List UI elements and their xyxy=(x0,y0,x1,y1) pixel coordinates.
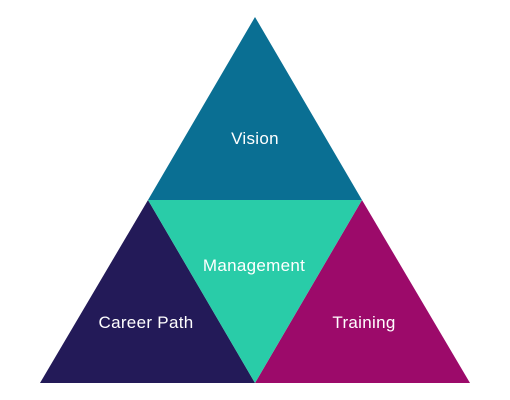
vision-triangle xyxy=(148,17,362,200)
management-triangle xyxy=(148,200,362,383)
training-triangle xyxy=(255,200,470,383)
training-label: Training xyxy=(332,313,395,332)
career-path-label: Career Path xyxy=(99,313,194,332)
management-label: Management xyxy=(203,256,305,275)
career-path-triangle xyxy=(40,200,255,383)
vision-label: Vision xyxy=(231,129,279,148)
